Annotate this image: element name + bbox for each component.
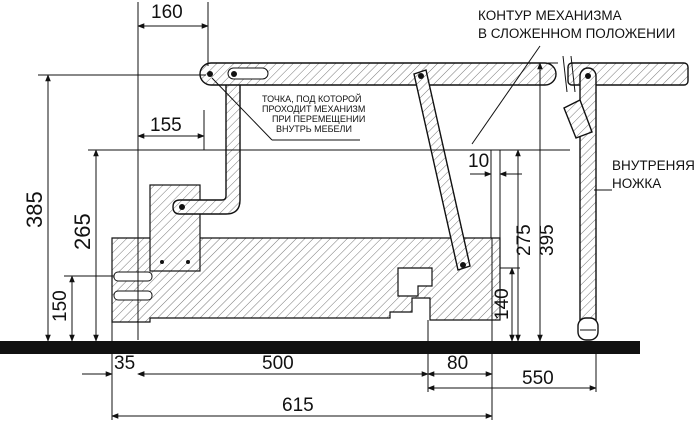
bracket-bolt-1 <box>160 260 164 264</box>
leg-brace <box>563 99 593 139</box>
dim-385: 385 <box>22 191 47 228</box>
bracket-plate <box>149 184 201 272</box>
top-bar <box>199 62 557 86</box>
note-contour-line-1: КОНТУР МЕХАНИЗМА <box>478 8 622 23</box>
diagonal-link-bottom-pin <box>460 262 466 268</box>
dim-80: 80 <box>447 353 468 374</box>
note-point-line-4: ВНУТРЬ МЕБЕЛИ <box>276 124 352 134</box>
l-arm-pivot <box>179 204 185 210</box>
dim-265: 265 <box>70 213 95 250</box>
dim-275: 275 <box>514 224 535 256</box>
diagonal-link-top-pin <box>418 73 424 79</box>
base-notch <box>397 267 433 297</box>
leader-point <box>211 77 273 141</box>
leader-contour <box>471 45 541 145</box>
dim-150: 150 <box>50 290 71 322</box>
sofa-base-block <box>111 237 501 323</box>
inner-leg-top-pin <box>585 73 591 79</box>
top-bar-slot-pin <box>231 71 237 77</box>
dim-500: 500 <box>262 353 294 374</box>
dim-395: 395 <box>537 224 558 256</box>
note-leg-line-1: ВНУТРЕНЯЯ <box>612 158 695 173</box>
left-slot-lower <box>113 290 153 301</box>
left-slot-upper <box>113 271 153 282</box>
dim-160: 160 <box>151 2 183 23</box>
dim-615: 615 <box>282 395 314 416</box>
bracket-bolt-2 <box>186 260 190 264</box>
dim-35: 35 <box>114 353 135 374</box>
note-contour-line-2: В СЛОЖЕННОМ ПОЛОЖЕНИИ <box>478 26 675 41</box>
floor-slab <box>0 341 640 354</box>
dim-140: 140 <box>492 288 513 320</box>
note-point-line-1: ТОЧКА, ПОД КОТОРОЙ <box>262 93 362 104</box>
note-point-line-3: ПРИ ПЕРЕМЕЩЕНИИ <box>272 114 365 124</box>
dim-550: 550 <box>522 368 554 389</box>
dim-155: 155 <box>150 115 182 136</box>
l-arm <box>172 77 241 215</box>
top-bar-slot <box>227 67 269 80</box>
note-point-line-2: ПРОХОДИТ МЕХАНИЗМ <box>262 104 365 114</box>
dim-10: 10 <box>468 151 489 172</box>
top-bar-right-section <box>567 62 689 86</box>
note-leg-line-2: НОЖКА <box>612 176 661 191</box>
top-bar-end-pivot <box>207 71 213 77</box>
break-line-1 <box>562 55 568 93</box>
diagonal-link <box>413 69 471 271</box>
leg-foot <box>577 317 599 341</box>
break-line-2 <box>570 55 576 93</box>
